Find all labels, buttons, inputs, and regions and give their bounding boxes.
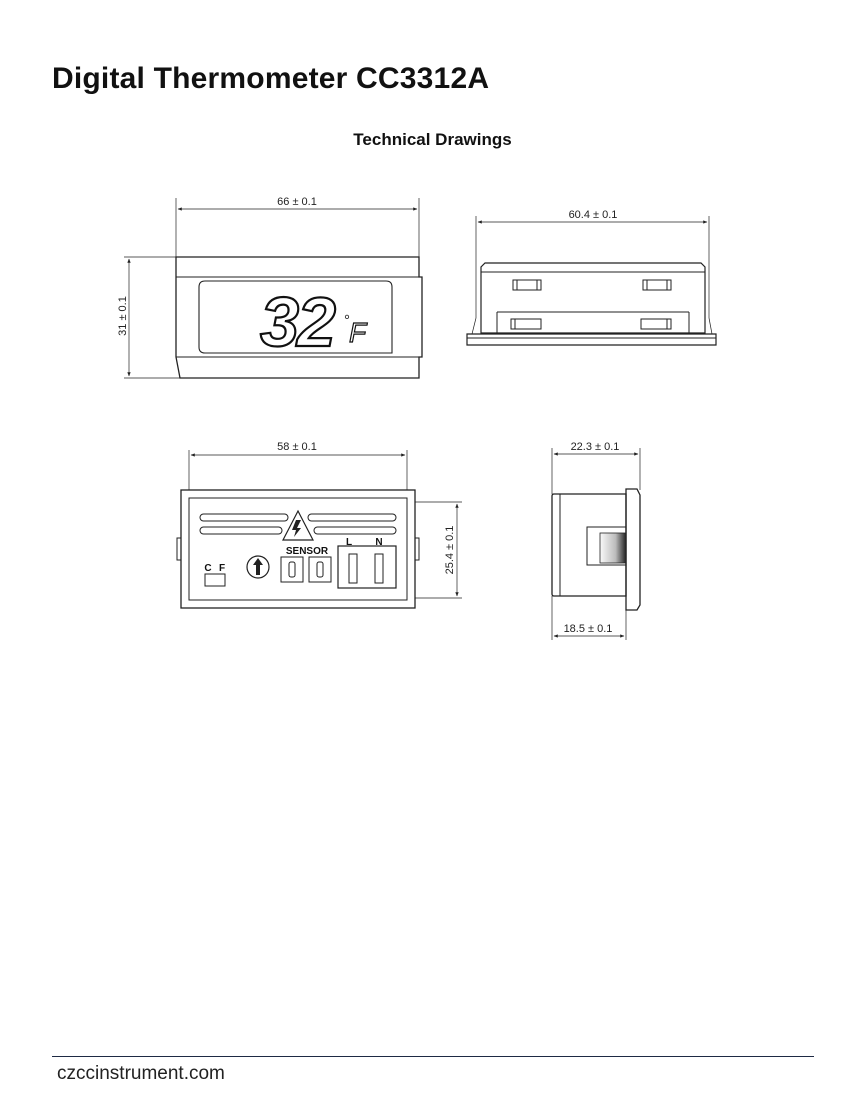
front-height-dimension: 31 ± 0.1 — [117, 296, 129, 336]
back-width-dimension: 58 ± 0.1 — [277, 441, 317, 453]
terminal-n-label: N — [375, 537, 382, 548]
switch-c-label: C — [204, 563, 211, 574]
back-view — [176, 450, 462, 609]
display-unit: F — [349, 317, 368, 348]
sensor-label: SENSOR — [286, 546, 329, 557]
page-title: Digital Thermometer CC3312A — [52, 62, 490, 95]
back-height-dimension: 25.4 ± 0.1 — [444, 526, 456, 575]
front-view — [124, 198, 423, 379]
footer-website[interactable]: czccinstrument.com — [57, 1063, 225, 1084]
display-reading: 32 — [260, 283, 336, 361]
section-subtitle: Technical Drawings — [353, 130, 512, 149]
side-view — [551, 448, 641, 640]
side-depth-dimension: 22.3 ± 0.1 — [571, 441, 620, 453]
degree-symbol: ° — [344, 312, 350, 329]
front-width-dimension: 66 ± 0.1 — [277, 196, 317, 208]
footer-divider — [52, 1056, 814, 1057]
top-width-dimension: 60.4 ± 0.1 — [569, 209, 618, 221]
switch-f-label: F — [219, 563, 225, 574]
top-view — [466, 216, 717, 346]
side-body-dimension: 18.5 ± 0.1 — [564, 623, 613, 635]
terminal-l-label: L — [346, 537, 352, 548]
